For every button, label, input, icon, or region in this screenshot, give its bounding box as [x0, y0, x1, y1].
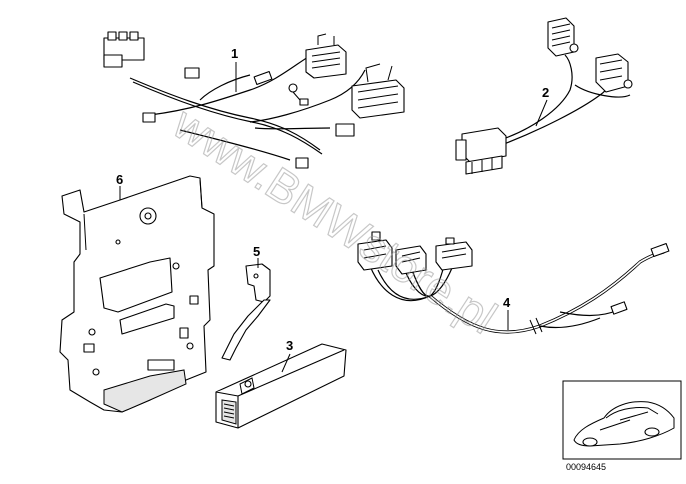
callout-6-label: 6 [116, 172, 123, 187]
part-5-small-bracket[interactable] [221, 263, 271, 361]
part-1-wiring-harness[interactable] [103, 31, 405, 169]
callout-5: 5 [253, 244, 260, 268]
callout-6: 6 [116, 172, 123, 200]
vehicle-thumbnail: 00094645 [562, 380, 682, 472]
callout-3-label: 3 [286, 338, 293, 353]
callout-2: 2 [535, 85, 549, 127]
callout-3: 3 [281, 338, 293, 373]
reference-number: 00094645 [566, 462, 606, 472]
part-2-adapter-lead[interactable] [455, 17, 633, 175]
callout-5-label: 5 [253, 244, 260, 259]
callout-4-label: 4 [503, 295, 511, 310]
callout-4: 4 [503, 295, 511, 330]
part-4-harness-with-connectors[interactable] [357, 231, 670, 335]
part-3-control-module[interactable] [215, 343, 347, 429]
part-6-mounting-bracket[interactable] [59, 175, 215, 413]
car-icon [573, 401, 675, 447]
watermark-text: www.BMWstore.pl [164, 96, 506, 343]
callout-1-label: 1 [231, 46, 238, 61]
callout-2-label: 2 [542, 85, 549, 100]
callout-1: 1 [231, 46, 238, 92]
